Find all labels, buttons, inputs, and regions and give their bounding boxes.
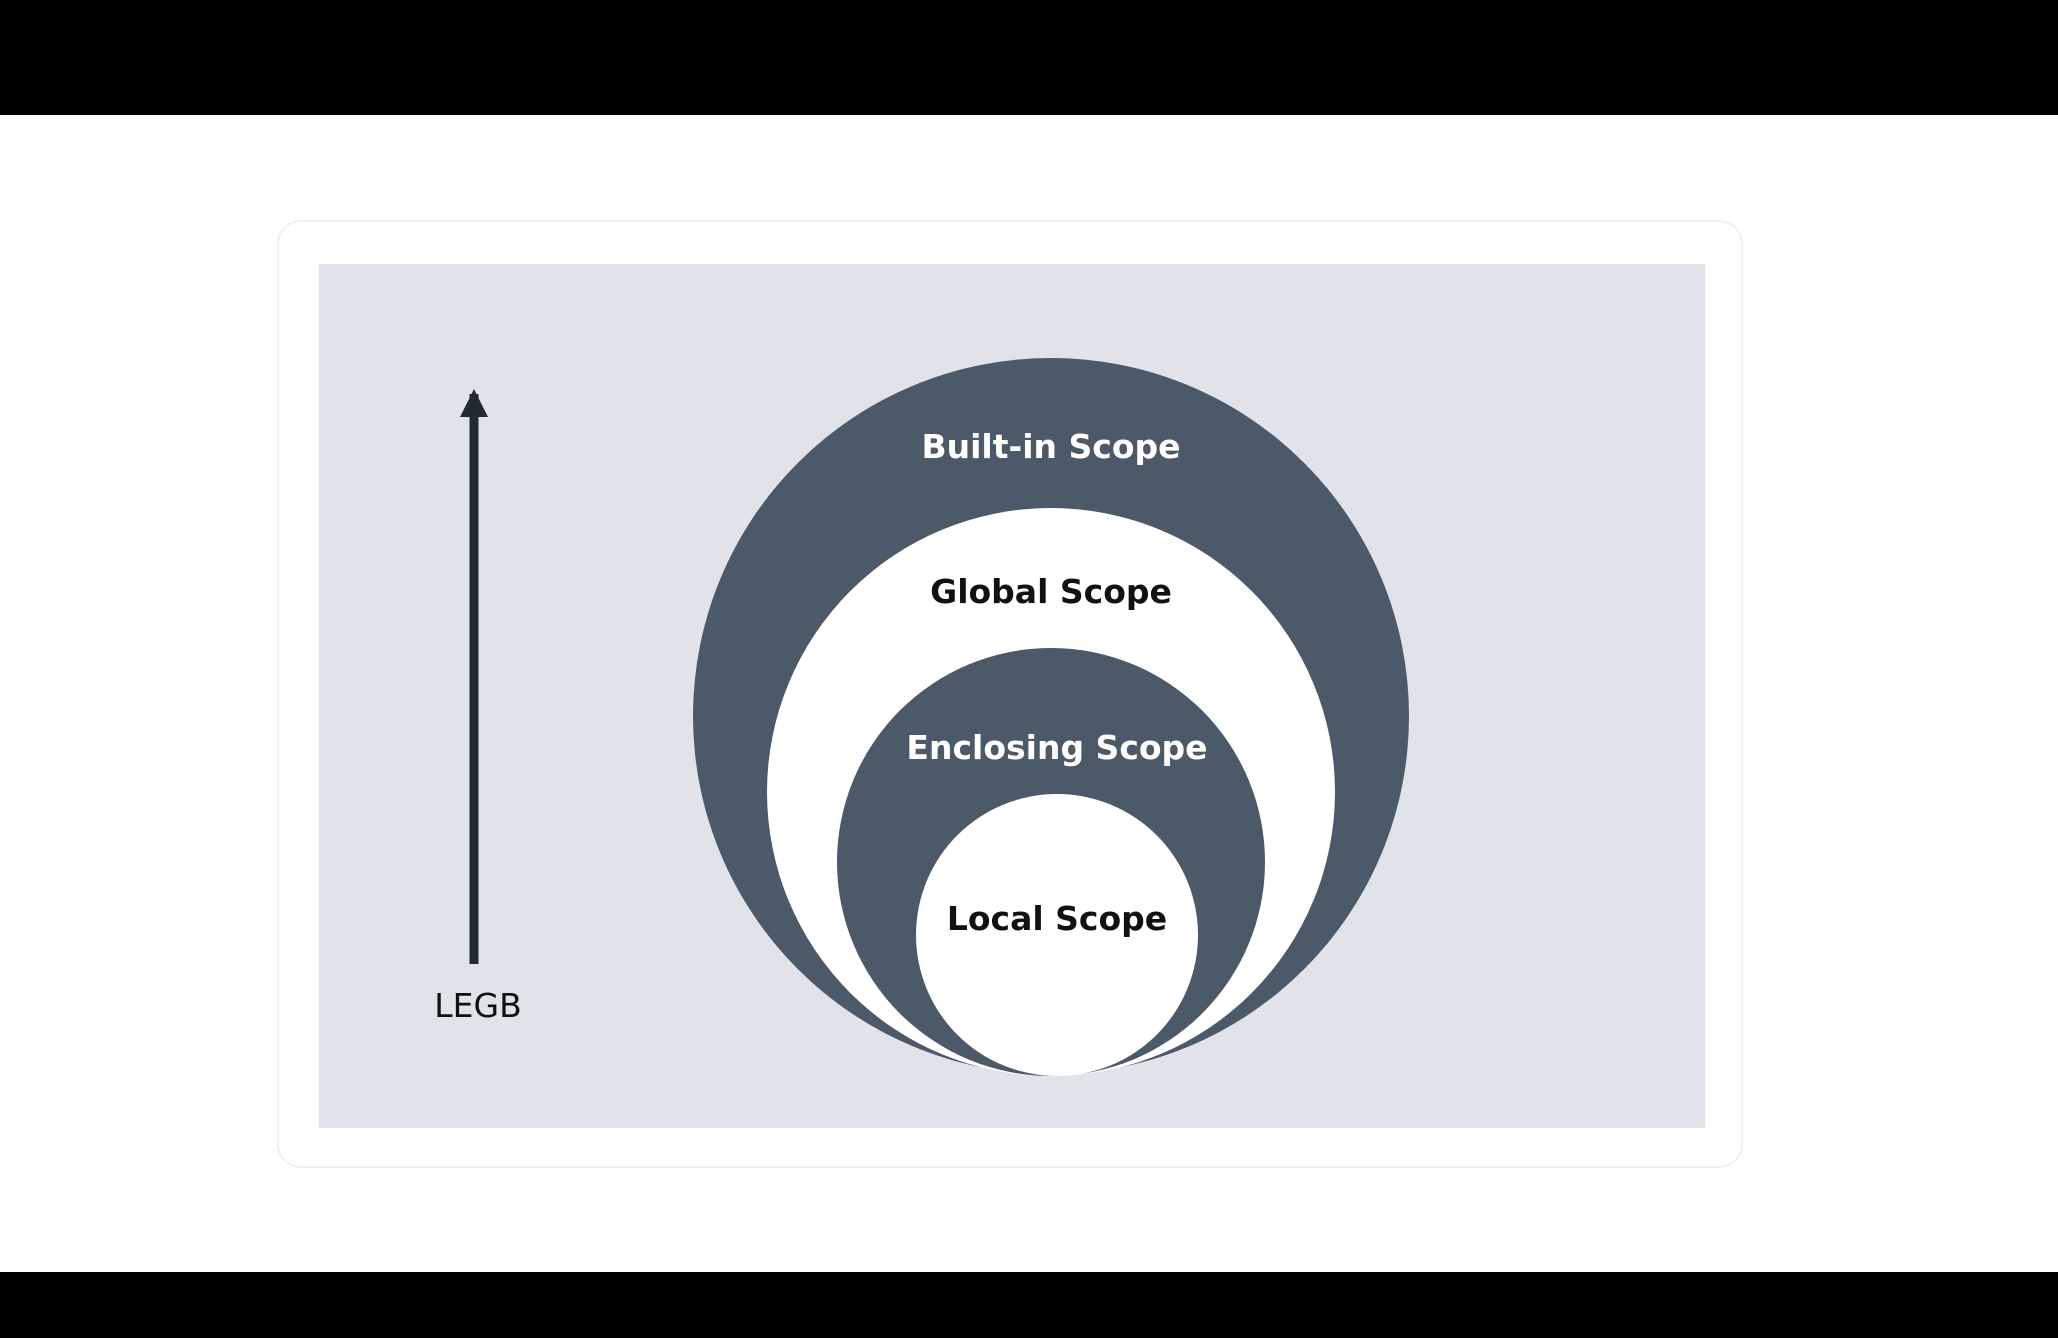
enclosing-scope-label: Enclosing Scope [906, 728, 1207, 767]
global-scope-label: Global Scope [930, 572, 1172, 611]
arrow-up-icon [460, 389, 488, 417]
top-letterbox-bar [0, 0, 2058, 115]
bottom-letterbox-bar [0, 1272, 2058, 1338]
legb-label: LEGB [434, 986, 521, 1025]
legb-arrow: LEGB [434, 389, 522, 1025]
legb-scope-diagram: LEGB Built-in Scope Global Scope Enclosi… [434, 358, 1409, 1076]
local-scope-circle [916, 794, 1198, 1076]
scope-circles [693, 358, 1409, 1076]
builtin-scope-label: Built-in Scope [921, 427, 1180, 466]
local-scope-label: Local Scope [947, 899, 1167, 938]
